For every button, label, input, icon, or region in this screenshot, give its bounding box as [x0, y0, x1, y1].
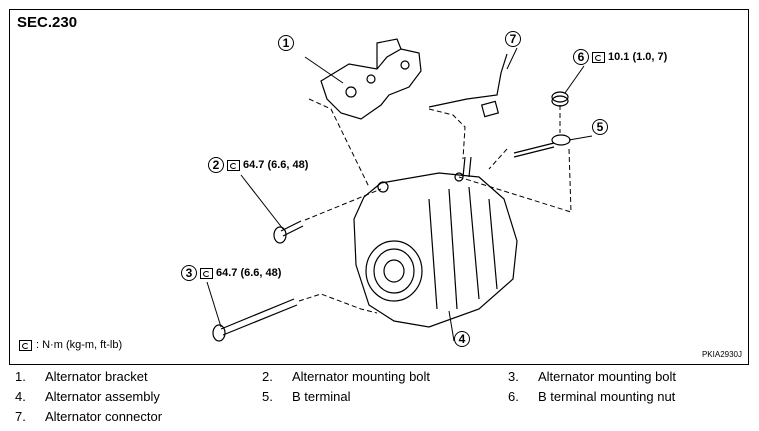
mounting-bolt-2 — [273, 220, 304, 244]
torque-legend: : N·m (kg-m, ft-lb) — [19, 339, 122, 351]
callout-4: 4 — [454, 331, 470, 347]
part-item: 3.Alternator mounting bolt — [508, 369, 677, 384]
callout-3: 3 64.7 (6.6, 48) — [181, 265, 281, 281]
callout-2: 2 64.7 (6.6, 48) — [208, 157, 308, 173]
part-item: 1.Alternator bracket — [15, 369, 148, 384]
mounting-bolt-3 — [212, 298, 298, 342]
diagram-frame — [9, 9, 749, 365]
alternator-bracket — [320, 38, 422, 120]
callout-1: 1 — [278, 35, 294, 51]
part-item: 5.B terminal — [262, 389, 351, 404]
b-terminal-nut — [551, 91, 569, 107]
part-item: 4.Alternator assembly — [15, 389, 160, 404]
alternator-connector — [428, 53, 508, 118]
b-terminal — [513, 134, 571, 158]
section-label: SEC.230 — [17, 14, 78, 31]
torque-icon — [200, 267, 213, 279]
alternator-body — [353, 156, 518, 328]
torque-icon — [592, 51, 605, 63]
figure-code: PKIA2930J — [701, 350, 742, 359]
torque-icon — [19, 339, 32, 351]
part-item: 2.Alternator mounting bolt — [262, 369, 431, 384]
callout-6: 6 10.1 (1.0, 7) — [573, 49, 667, 65]
part-item: 6.B terminal mounting nut — [508, 389, 676, 404]
callout-7: 7 — [505, 31, 521, 47]
part-item: 7.Alternator connector — [15, 409, 163, 424]
alternator-diagram — [206, 38, 593, 342]
torque-icon — [227, 159, 240, 171]
callout-5: 5 — [592, 119, 608, 135]
